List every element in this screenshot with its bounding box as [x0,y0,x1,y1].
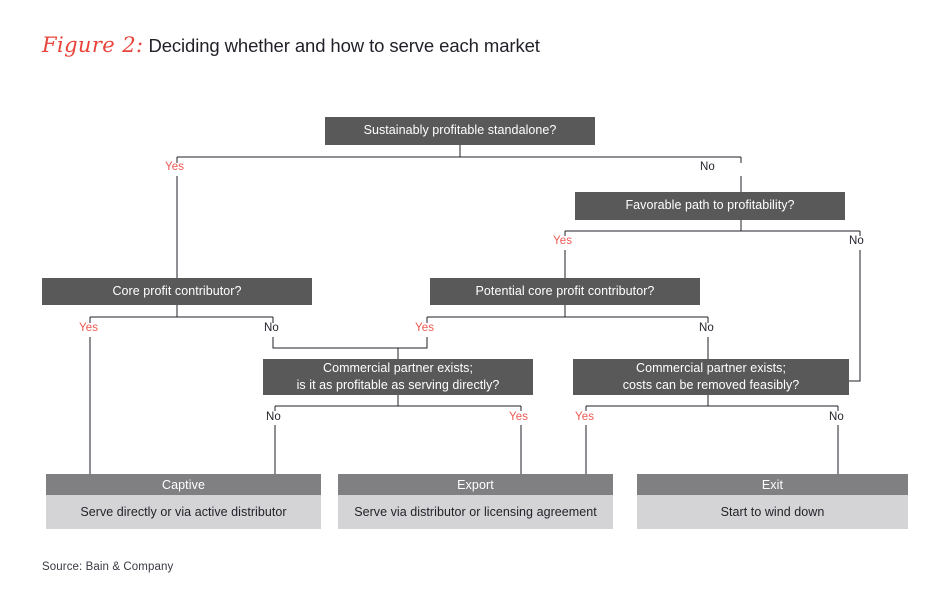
branch-label-q4-no: No [699,322,714,334]
branch-label-q3-yes: Yes [79,322,99,334]
decision-node-label-line2: is it as profitable as serving directly? [296,378,500,392]
branch-label-q1-no: No [700,161,715,173]
decision-node-commercial-partner-profitable-directly[interactable]: Commercial partner exists; is it as prof… [263,359,533,395]
branch-label-q4-yes: Yes [415,322,435,334]
branch-label-q5-yes: Yes [509,411,529,423]
outcome-body-exit: Start to wind down [637,495,908,529]
outcome-body-captive: Serve directly or via active distributor [46,495,321,529]
outcome-header-captive: Captive [46,474,321,495]
decision-node-core-profit-contributor[interactable]: Core profit contributor? [42,278,312,305]
figure-number-label: Figure 2: [42,33,144,57]
edge-q4-yes-to-q5 [398,337,428,349]
outcome-header-exit: Exit [637,474,908,495]
outcome-header-export: Export [338,474,613,495]
edge-q2-no-to-q6 [849,250,861,382]
branch-label-q3-no: No [264,322,279,334]
branch-label-q2-yes: Yes [553,235,573,247]
branch-label-q6-no: No [829,411,844,423]
branch-label-q5-no: No [266,411,281,423]
branch-label-q6-yes: Yes [575,411,595,423]
decision-node-label: Potential core profit contributor? [475,283,655,298]
decision-node-label: Favorable path to profitability? [625,198,795,213]
decision-node-label-line1: Commercial partner exists; [323,360,473,375]
outcome-box-captive[interactable]: Captive Serve directly or via active dis… [46,474,321,529]
decision-node-label: Core profit contributor? [112,283,242,298]
source-note: Source: Bain & Company [42,561,174,573]
figure-title-text: Deciding whether and how to serve each m… [148,35,540,56]
branch-label-q1-yes: Yes [165,161,185,173]
page-title: Figure 2:Deciding whether and how to ser… [42,33,540,57]
outcome-box-export[interactable]: Export Serve via distributor or licensin… [338,474,613,529]
outcome-body-export: Serve via distributor or licensing agree… [338,495,613,529]
decision-node-label: Sustainably profitable standalone? [363,123,557,138]
decision-node-commercial-partner-costs-removed[interactable]: Commercial partner exists; costs can be … [573,359,849,395]
branch-label-q2-no: No [849,235,864,247]
decision-node-sustainably-profitable-standalone[interactable]: Sustainably profitable standalone? [325,117,595,145]
decision-node-label-line2: costs can be removed feasibly? [622,378,800,392]
outcome-box-exit[interactable]: Exit Start to wind down [637,474,908,529]
decision-node-label-line1: Commercial partner exists; [636,360,786,375]
decision-node-potential-core-profit-contributor[interactable]: Potential core profit contributor? [430,278,700,305]
edge-q3-no-to-q5 [272,337,398,349]
decision-node-favorable-path-to-profitability[interactable]: Favorable path to profitability? [575,192,845,220]
